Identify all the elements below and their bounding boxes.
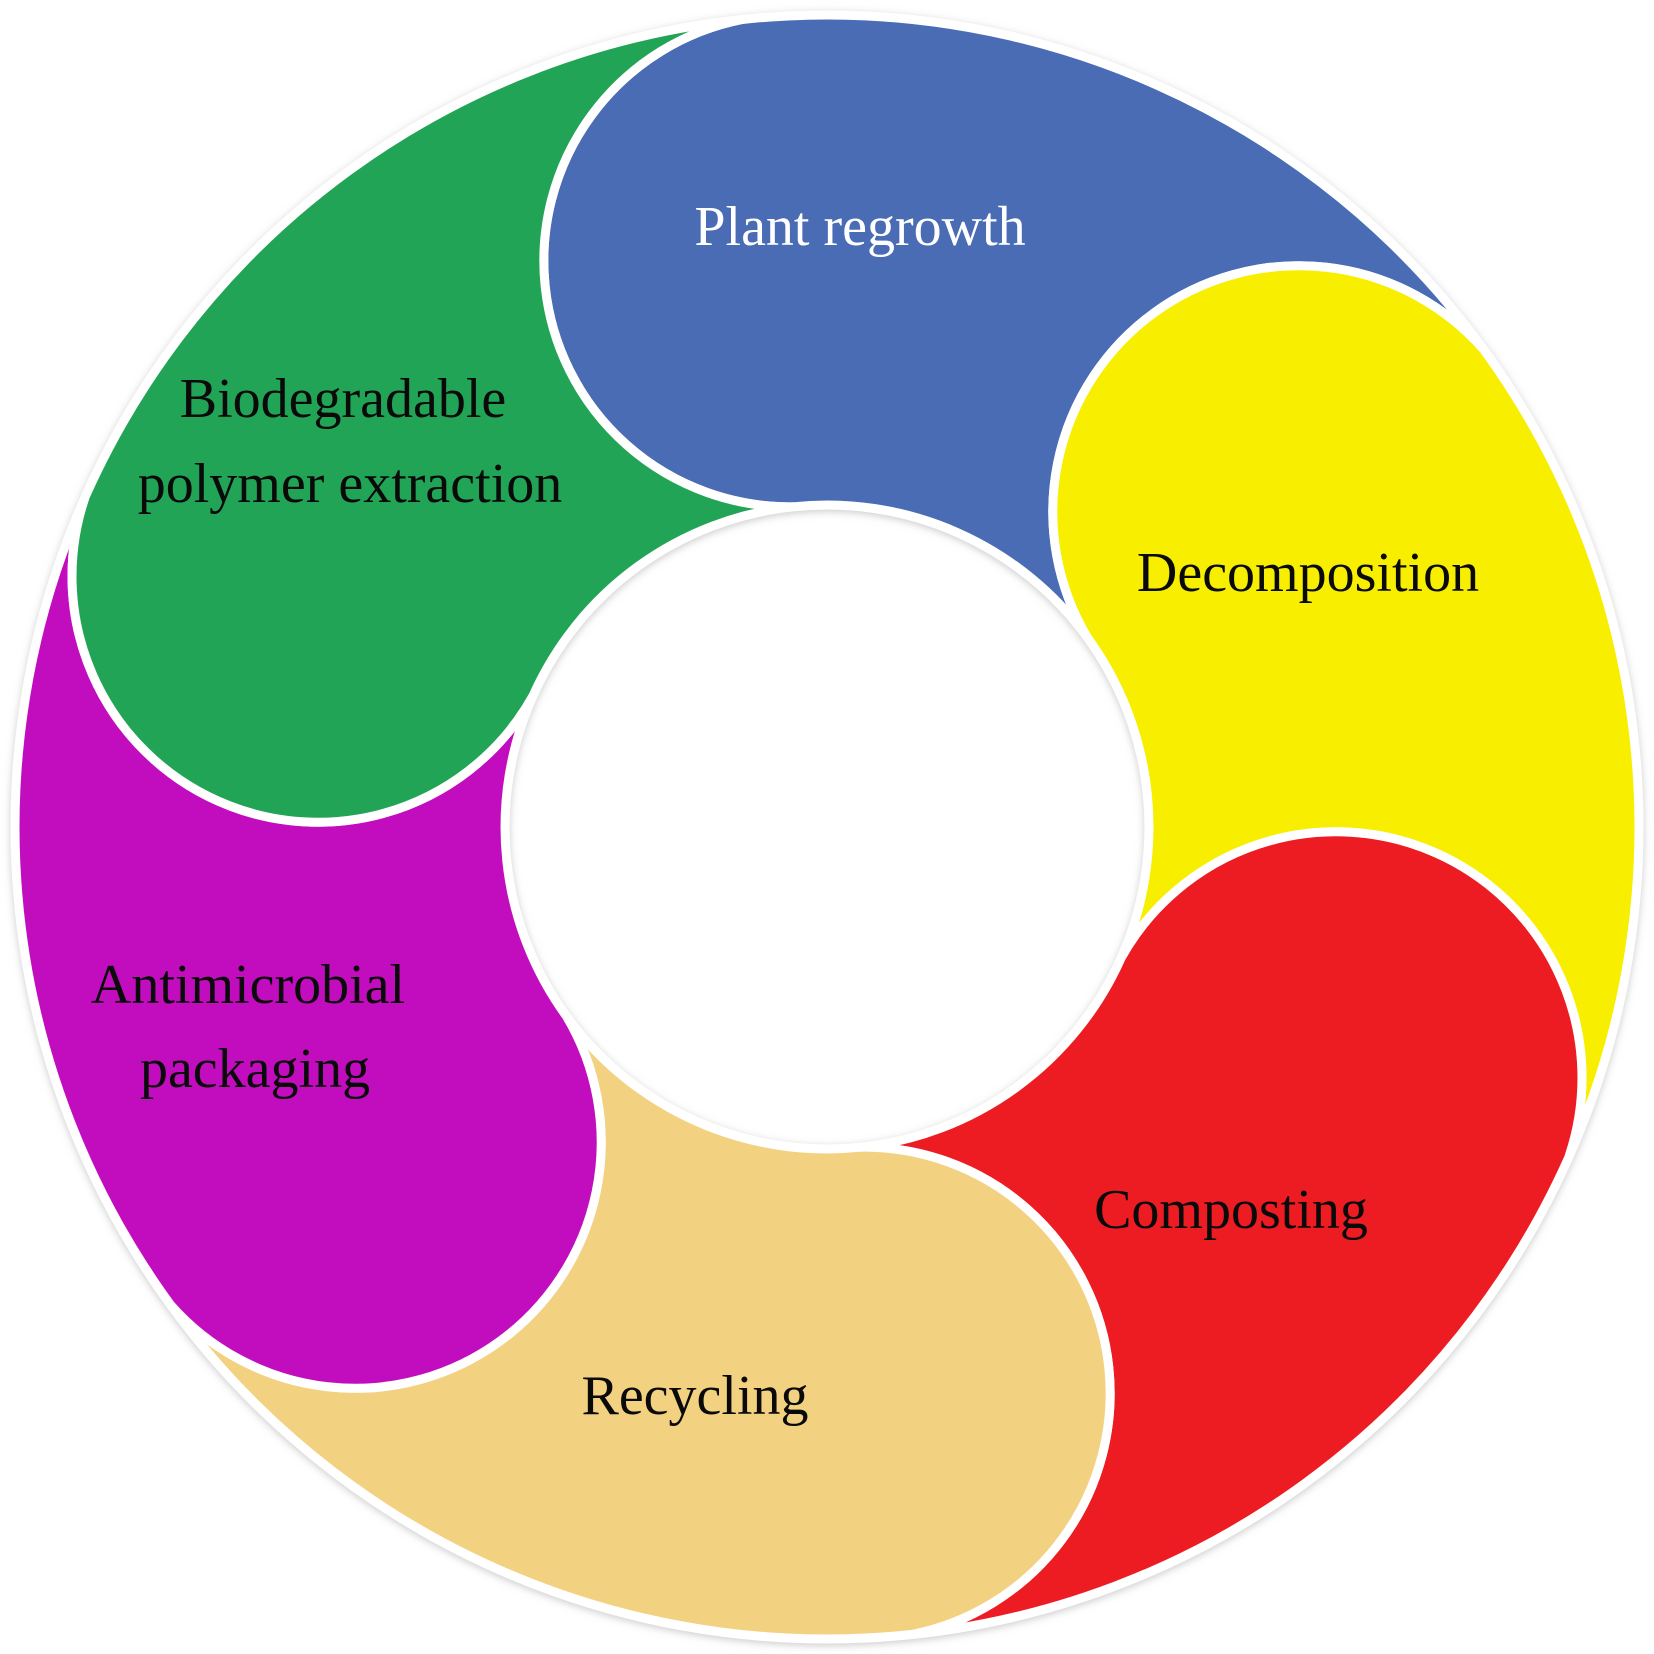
- segment-label-plant-regrowth: Plant regrowth: [694, 196, 1025, 258]
- segment-label-antimicrobial-packaging: Antimicrobial packaging: [91, 954, 419, 1100]
- segment-biodegradable-polymer-extraction: [67, 15, 798, 827]
- segment-label-decomposition: Decomposition: [1137, 542, 1479, 604]
- segment-label-composting: Composting: [1094, 1179, 1368, 1241]
- segment-label-antimicrobial-line2: packaging: [140, 1038, 370, 1100]
- cycle-labels-group: Plant regrowth Decomposition Composting …: [91, 196, 1479, 1427]
- segment-label-biodegradable-polymer-extraction: Biodegradable polymer extraction: [138, 368, 563, 515]
- segment-label-biodegradable-line2: polymer extraction: [138, 453, 563, 515]
- segment-label-recycling: Recycling: [581, 1365, 808, 1427]
- segment-label-antimicrobial-line1: Antimicrobial: [91, 954, 405, 1016]
- segment-label-biodegradable-line1: Biodegradable: [180, 368, 507, 430]
- cycle-segments-group: [10, 10, 1644, 1644]
